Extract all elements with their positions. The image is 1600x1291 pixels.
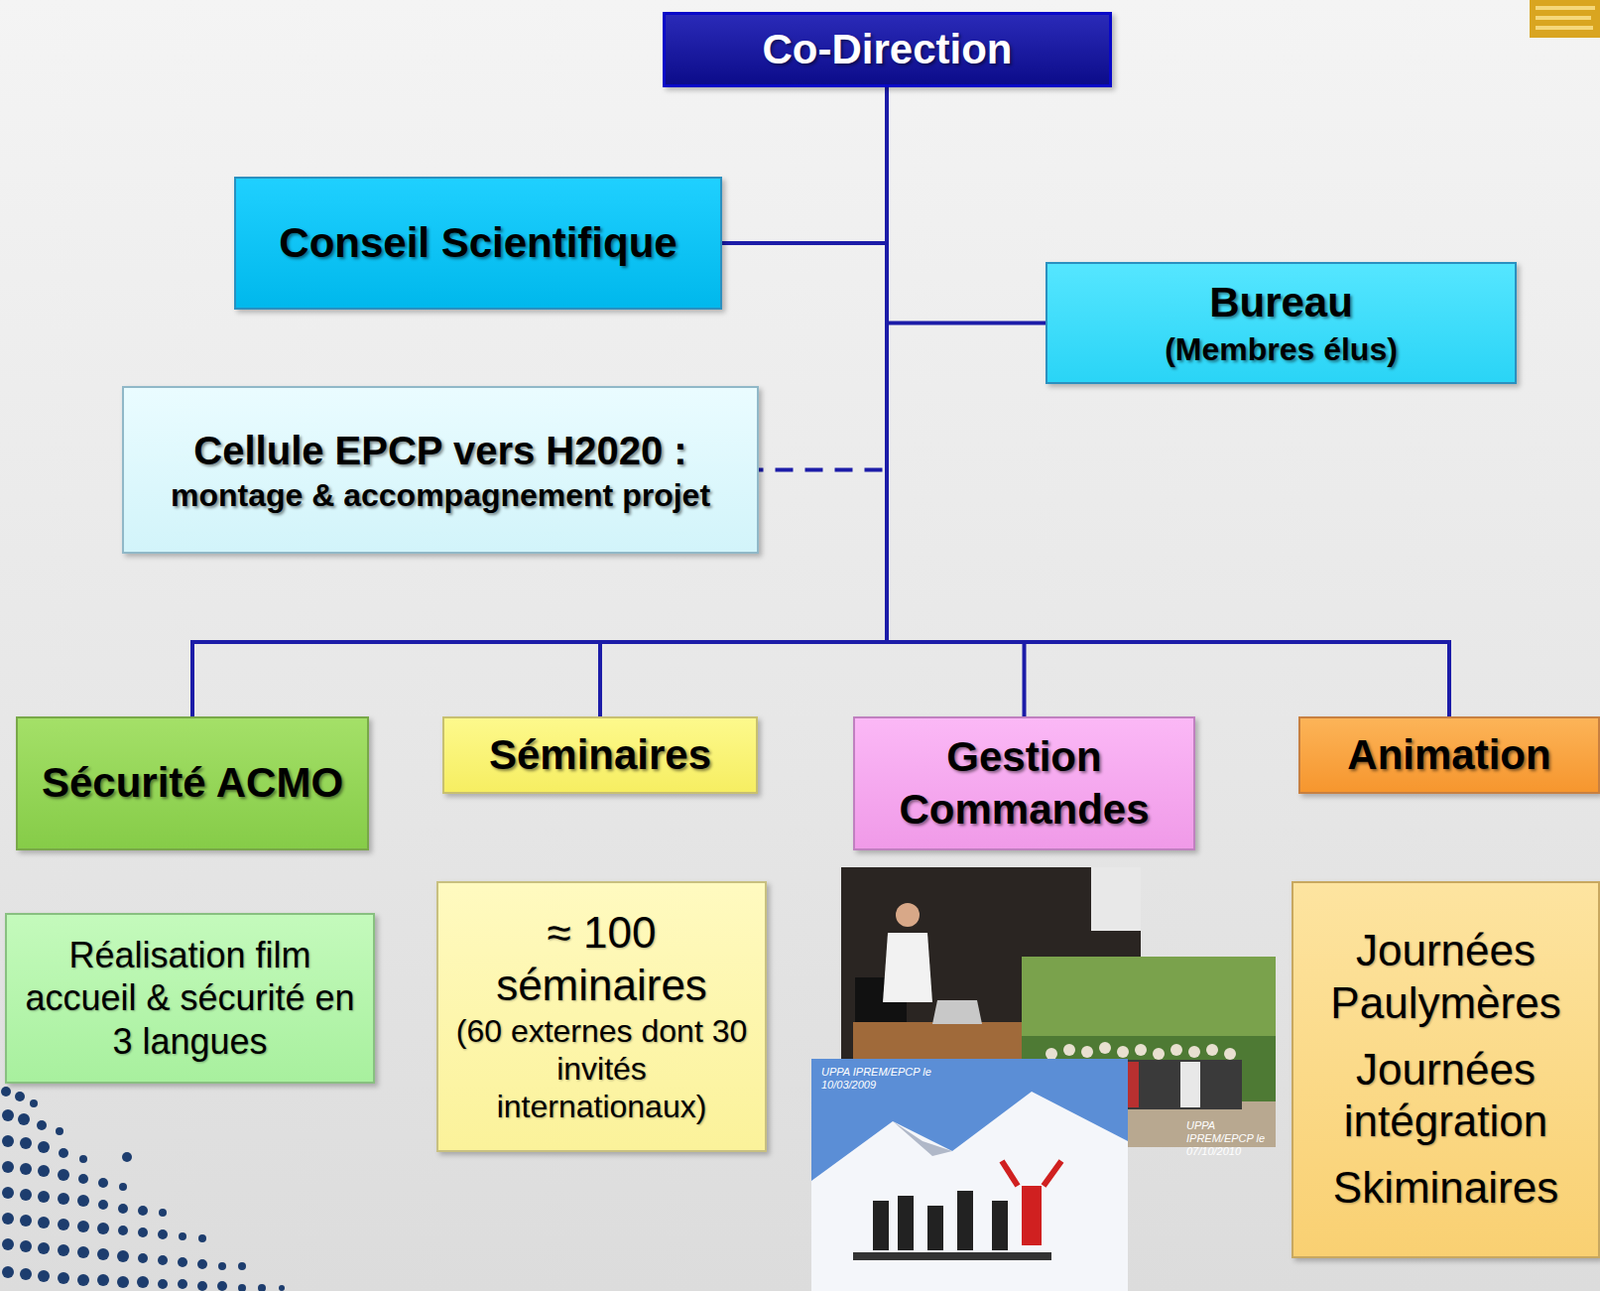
connector [722,87,887,244]
node-text: Gestion Commandes [864,731,1184,836]
film-note: Réalisation film accueil & sécurité en 3… [4,912,375,1084]
dot-pattern [0,1086,285,1291]
connector [758,87,887,471]
photo-caption: UPPA IPREM/EPCP le 10/03/2009 [821,1065,941,1092]
node-text: Sécurité ACMO [41,756,344,810]
seminar-count-note: ≈ 100 séminaires(60 externes dont 30 inv… [436,880,767,1152]
photo-caption: UPPA IPREM/EPCP le 07/10/2010 [1186,1118,1272,1158]
security-box: Sécurité ACMO [15,716,370,851]
seminars-box: Séminaires [442,716,758,794]
node-text: Séminaires [489,729,712,782]
node-text: montage & accompagnement projet [170,475,711,515]
events-note: Journées PaulymèresJournées intégrationS… [1291,880,1600,1258]
connector [886,87,1450,717]
council-box: Conseil Scientifique [234,176,723,310]
bureau-box: Bureau(Membres élus) [1045,261,1517,384]
node-text: Cellule EPCP vers H2020 : [193,425,687,476]
node-text: Journées intégration [1303,1043,1589,1149]
node-text: Bureau [1209,276,1354,330]
node-text: Co-Direction [762,23,1013,77]
direction-box: Co-Direction [662,11,1112,88]
cell-box: Cellule EPCP vers H2020 :montage & accom… [122,385,759,554]
node-text: Réalisation film accueil & sécurité en 3… [16,933,364,1063]
logo [1529,0,1600,38]
orders-box: Gestion Commandes [853,716,1196,851]
node-text: ≈ 100 séminaires [448,906,755,1012]
node-text: (Membres élus) [1164,329,1398,370]
node-text: (60 externes dont 30 invités internation… [448,1011,755,1126]
animation-box: Animation [1298,716,1600,794]
connector [886,87,1046,324]
node-text: Animation [1347,729,1551,782]
photo-ski [811,1058,1128,1291]
node-text: Journées Paulymères [1303,924,1589,1030]
node-text: Skiminaires [1333,1161,1559,1215]
connector [886,87,1025,717]
node-text: Conseil Scientifique [278,217,677,270]
